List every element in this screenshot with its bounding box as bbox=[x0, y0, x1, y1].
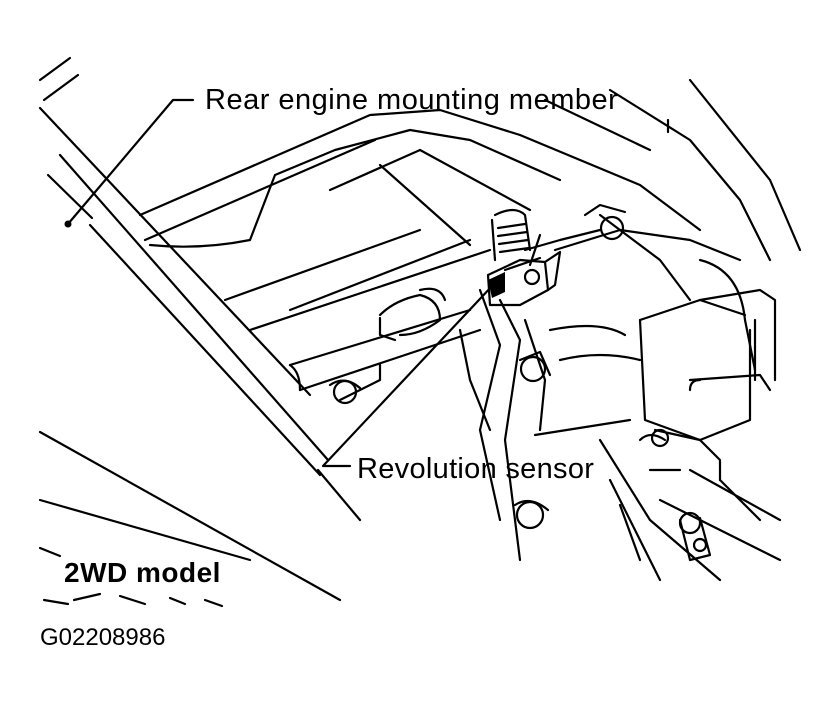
mounting-member-label: Rear engine mounting member bbox=[205, 84, 619, 116]
lower-frame bbox=[38, 430, 342, 608]
sensor-harness bbox=[458, 208, 547, 562]
transmission-housing bbox=[533, 78, 802, 582]
mounting-member bbox=[138, 88, 772, 332]
bolts bbox=[328, 203, 712, 562]
figure-code: G02208986 bbox=[40, 624, 166, 651]
leader-dot bbox=[64, 220, 72, 228]
revolution-sensor-label: Revolution sensor bbox=[357, 453, 595, 485]
leader-lines bbox=[66, 98, 670, 468]
sensor-body bbox=[488, 272, 505, 298]
frame-rails bbox=[38, 56, 362, 522]
model-label: 2WD model bbox=[64, 557, 221, 588]
revolution-sensor bbox=[486, 228, 602, 307]
drive-shaft bbox=[288, 287, 482, 402]
